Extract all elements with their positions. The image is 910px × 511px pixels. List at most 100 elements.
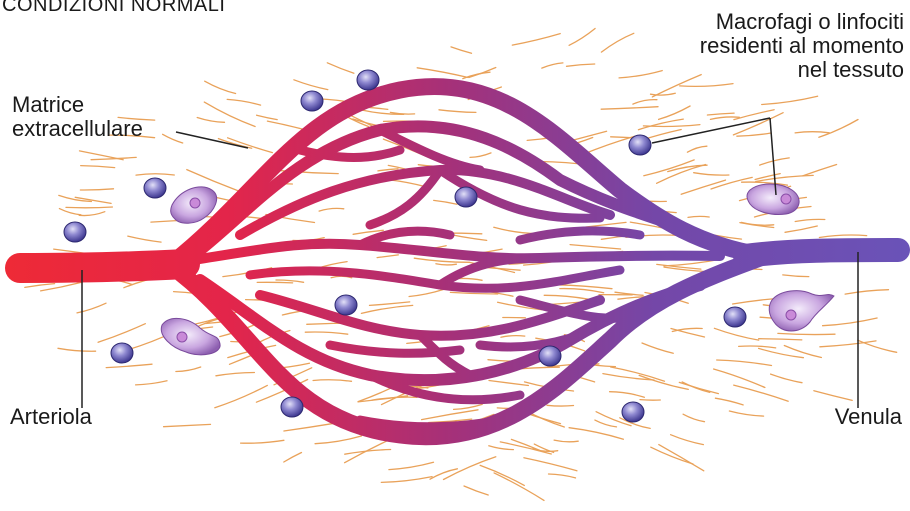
matrix-fiber [651, 447, 693, 464]
diagram-title: CONDIZIONI NORMALI [2, 0, 225, 17]
matrix-fiber [361, 305, 412, 313]
matrix-fiber [737, 133, 771, 136]
resident-lymphocyte [301, 91, 323, 111]
matrix-fiber [454, 404, 483, 409]
matrix-fiber [417, 68, 468, 78]
matrix-fiber [197, 118, 224, 123]
matrix-fiber [714, 369, 765, 388]
matrix-fiber [58, 348, 96, 351]
matrix-fiber [554, 440, 578, 442]
capillary [300, 150, 400, 158]
matrix-fiber [601, 33, 633, 52]
matrix-fiber [215, 385, 267, 407]
matrix-fiber [422, 410, 478, 420]
matrix-fiber [512, 34, 560, 46]
matrix-fiber [569, 428, 623, 440]
matrix-fiber [294, 80, 328, 90]
matrix-fiber [387, 180, 427, 187]
matrix-fiber [795, 132, 829, 133]
matrix-fiber [489, 446, 514, 450]
matrix-fiber [741, 222, 773, 225]
matrix-fiber [759, 339, 802, 340]
matrix-fiber [803, 165, 837, 176]
resident-lymphocyte [335, 295, 357, 315]
matrix-fiber [284, 423, 338, 431]
matrix-fiber [694, 173, 729, 175]
matrix-fiber [671, 435, 704, 445]
matrix-fiber [284, 453, 302, 463]
macrophage-nucleus [781, 194, 791, 204]
matrix-fiber [567, 64, 595, 66]
matrix-fiber [524, 458, 577, 471]
matrix-fiber [688, 216, 709, 217]
matrix-fiber [176, 367, 201, 372]
matrix-fiber [79, 212, 105, 216]
resident-lymphocyte [629, 135, 651, 155]
macrophage-nucleus [177, 332, 187, 342]
matrix-fiber [560, 289, 604, 293]
venula-label: Venula [835, 405, 902, 429]
matrix-fiber [681, 180, 725, 194]
matrix-fiber [778, 333, 835, 334]
resident-lymphocyte [111, 343, 133, 363]
resident-lymphocyte [281, 397, 303, 417]
matrix-fiber [164, 424, 211, 426]
matrix-fiber [714, 328, 758, 340]
matrix-pointer-line [176, 132, 248, 148]
matrix-fiber [603, 374, 654, 380]
matrix-fiber [717, 360, 772, 366]
matrix-label-line1: Matrice [12, 93, 143, 117]
matrix-fiber [25, 284, 55, 288]
resident-macrophage [161, 318, 220, 354]
resident-lymphocyte [455, 187, 477, 207]
matrix-label: Matrice extracellulare [12, 93, 143, 141]
matrix-fiber [760, 158, 790, 165]
matrix-fiber [313, 380, 351, 382]
matrix-fiber [434, 200, 457, 204]
matrix-fiber [729, 411, 763, 416]
matrix-fiber [715, 398, 743, 405]
matrix-fiber [610, 392, 645, 398]
matrix-fiber [436, 264, 457, 265]
capillary [260, 295, 600, 336]
matrix-fiber [128, 236, 161, 242]
matrix-fiber [480, 465, 524, 485]
matrix-fiber [659, 445, 704, 471]
matrix-fiber [659, 106, 691, 119]
matrix-fiber [501, 336, 525, 338]
matrix-fiber [81, 166, 115, 168]
capillary [360, 420, 500, 427]
matrix-fiber [205, 81, 236, 93]
matrix-fiber [640, 400, 660, 401]
matrix-fiber [671, 329, 705, 338]
matrix-fiber [680, 84, 733, 87]
matrix-fiber [319, 208, 344, 211]
matrix-fiber [315, 436, 361, 444]
macrophage-label-line3: nel tessuto [700, 58, 904, 82]
macrophage-label-line1: Macrofagi o linfociti [700, 10, 904, 34]
matrix-fiber [59, 209, 81, 215]
matrix-fiber [257, 282, 292, 283]
arteriola-label: Arteriola [10, 405, 92, 429]
matrix-fiber [98, 324, 145, 343]
matrix-fiber [814, 391, 852, 401]
resident-lymphocyte [64, 222, 86, 242]
matrix-fiber [409, 290, 443, 297]
matrix-fiber [586, 222, 626, 227]
matrix-fiber [549, 474, 576, 478]
macrophage-nucleus [786, 310, 796, 320]
matrix-fiber [59, 195, 92, 201]
matrix-fiber [756, 175, 814, 181]
matrix-label-line2: extracellulare [12, 117, 143, 141]
capillary [180, 244, 720, 262]
capillary [520, 231, 640, 240]
matrix-fiber [569, 29, 595, 46]
matrix-fiber [136, 381, 167, 385]
matrix-fiber [216, 373, 255, 376]
matrix-fiber [241, 440, 284, 443]
matrix-fiber [464, 486, 488, 495]
matrix-fiber [469, 68, 496, 78]
matrix-fiber [734, 385, 789, 401]
matrix-fiber [739, 346, 776, 348]
